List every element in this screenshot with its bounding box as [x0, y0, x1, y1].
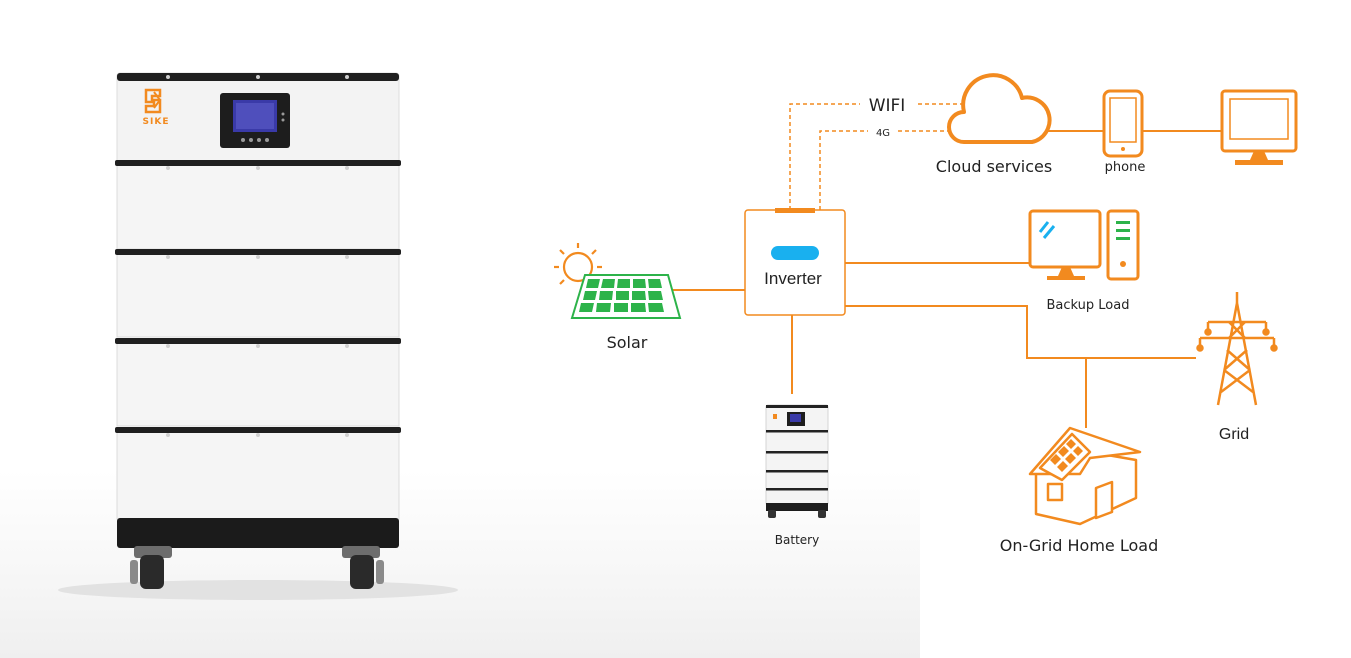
inverter-grid-line — [845, 305, 1196, 359]
solar-panel-icon — [570, 274, 682, 319]
separator — [115, 427, 401, 433]
logo-text: SIKE — [143, 117, 170, 127]
phone-label: phone — [1105, 160, 1146, 175]
battery-module-1 — [116, 162, 400, 250]
fourg-label: 4G — [876, 128, 890, 139]
sike-logo: SIKE — [143, 88, 170, 127]
inverter-label: Inverter — [764, 269, 822, 288]
connection-lines — [672, 103, 1222, 428]
battery-cabinet: SIKE — [58, 72, 458, 600]
inverter-led — [771, 246, 819, 260]
phone-icon — [1102, 89, 1144, 158]
battery-module-2 — [116, 250, 400, 338]
separator — [115, 160, 401, 166]
computer-icon — [1028, 209, 1140, 281]
separator — [115, 249, 401, 255]
bms-display — [220, 93, 290, 148]
wifi-label: WIFI — [869, 96, 906, 116]
cloud-icon — [947, 73, 1052, 144]
module-dots — [166, 75, 349, 437]
backup-load-label: Backup Load — [1047, 298, 1130, 313]
battery-module-4 — [116, 428, 400, 520]
wifi-link-line — [789, 103, 860, 210]
home-load-label: On-Grid Home Load — [1000, 536, 1158, 555]
house-icon — [1028, 426, 1142, 526]
battery-module-3 — [116, 339, 400, 427]
wheel-right — [342, 546, 384, 589]
inverter-box — [744, 208, 846, 316]
fourg-link-line — [819, 130, 868, 210]
sun-icon — [554, 243, 602, 285]
monitor-icon — [1220, 89, 1298, 165]
battery-icon — [765, 404, 829, 518]
battery-label: Battery — [775, 533, 819, 547]
cabinet-shadow — [58, 580, 458, 600]
cabinet-base — [117, 518, 399, 548]
transmission-tower-icon — [1196, 292, 1278, 406]
wheel-left — [130, 546, 172, 589]
separator — [115, 338, 401, 344]
solar-label: Solar — [607, 333, 648, 352]
cloud-services-label: Cloud services — [936, 157, 1052, 176]
grid-label: Grid — [1219, 426, 1249, 443]
